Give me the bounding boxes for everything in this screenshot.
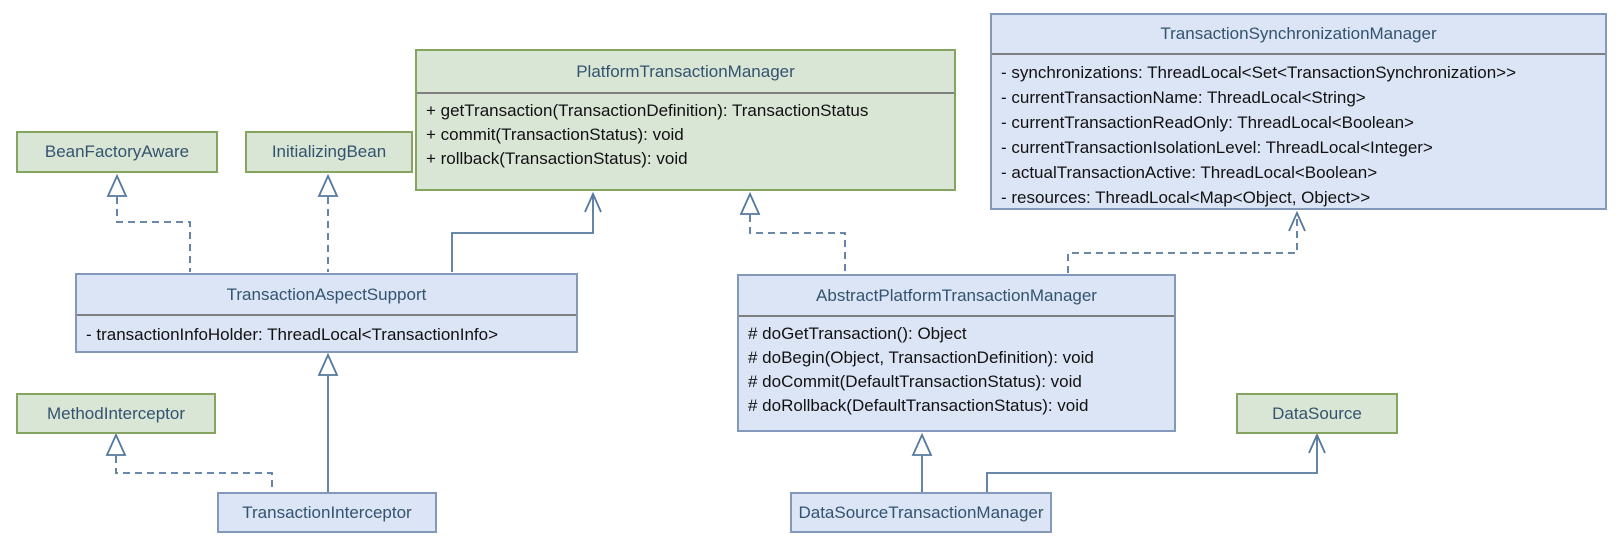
class-title: DataSourceTransactionManager — [798, 502, 1044, 522]
class-member: - currentTransactionReadOnly: ThreadLoca… — [1001, 113, 1414, 132]
class-member: - synchronizations: ThreadLocal<Set<Tran… — [1001, 63, 1517, 82]
edge-transactionaspectsupport-implements-beanfactoryaware — [106, 173, 191, 272]
class-datasourcetransactionmanager: DataSourceTransactionManager — [790, 492, 1052, 533]
edge-abstractplatformtransactionmanager-implements-platformtransactionmanager — [739, 191, 846, 273]
class-abstractplatformtransactionmanager: AbstractPlatformTransactionManager # doG… — [737, 274, 1176, 432]
class-transactionsynchronizationmanager: TransactionSynchronizationManager - sync… — [990, 13, 1607, 210]
class-platformtransactionmanager: PlatformTransactionManager + getTransact… — [415, 49, 956, 191]
class-beanfactoryaware: BeanFactoryAware — [16, 131, 218, 173]
class-member: # doRollback(DefaultTransactionStatus): … — [748, 396, 1089, 415]
class-title: BeanFactoryAware — [44, 142, 190, 161]
class-datasource: DataSource — [1236, 393, 1398, 434]
class-title: DataSource — [1272, 403, 1362, 423]
edge-datasourcetransactionmanager-uses-datasource — [986, 432, 1326, 492]
class-title: PlatformTransactionManager — [417, 51, 954, 94]
class-transactionaspectsupport: TransactionAspectSupport - transactionIn… — [75, 273, 578, 353]
class-member: - currentTransactionIsolationLevel: Thre… — [1001, 138, 1433, 157]
class-title: MethodInterceptor — [47, 403, 185, 423]
class-members: # doGetTransaction(): Object # doBegin(O… — [739, 317, 1174, 430]
class-title: InitializingBean — [271, 142, 387, 161]
class-title: TransactionSynchronizationManager — [992, 15, 1605, 55]
class-members: - transactionInfoHolder: ThreadLocal<Tra… — [77, 316, 576, 351]
class-member: # doBegin(Object, TransactionDefinition)… — [748, 348, 1094, 367]
edge-transactionaspectsupport-implements-initializingbean — [317, 173, 339, 272]
class-transactioninterceptor: TransactionInterceptor — [217, 492, 437, 533]
class-member: + getTransaction(TransactionDefinition):… — [426, 101, 869, 120]
class-member: # doGetTransaction(): Object — [748, 324, 967, 343]
class-member: + rollback(TransactionStatus): void — [426, 149, 688, 168]
edge-abstractplatformtransactionmanager-uses-transactionsynchronizationmanager — [1067, 210, 1306, 273]
class-title: AbstractPlatformTransactionManager — [739, 276, 1174, 317]
edge-transactionaspectsupport-uses-platformtransactionmanager — [451, 191, 602, 272]
edge-transactioninterceptor-implements-methodinterceptor — [105, 432, 273, 492]
class-member: - actualTransactionActive: ThreadLocal<B… — [1001, 163, 1378, 182]
class-member: + commit(TransactionStatus): void — [426, 125, 684, 144]
edge-transactioninterceptor-extends-transactionaspectsupport — [317, 352, 339, 492]
class-members: - synchronizations: ThreadLocal<Set<Tran… — [992, 55, 1605, 210]
edge-datasourcetransactionmanager-extends-abstractplatformtransactionmanager — [911, 432, 933, 492]
class-member: - currentTransactionName: ThreadLocal<St… — [1001, 88, 1366, 107]
class-methodinterceptor: MethodInterceptor — [16, 393, 216, 434]
class-title: TransactionInterceptor — [242, 502, 412, 522]
class-member: # doCommit(DefaultTransactionStatus): vo… — [748, 372, 1082, 391]
class-title: TransactionAspectSupport — [77, 275, 576, 316]
class-members: + getTransaction(TransactionDefinition):… — [417, 94, 954, 189]
class-member: - resources: ThreadLocal<Map<Object, Obj… — [1001, 188, 1371, 207]
class-member: - transactionInfoHolder: ThreadLocal<Tra… — [86, 325, 499, 344]
class-initializingbean: InitializingBean — [245, 131, 413, 173]
